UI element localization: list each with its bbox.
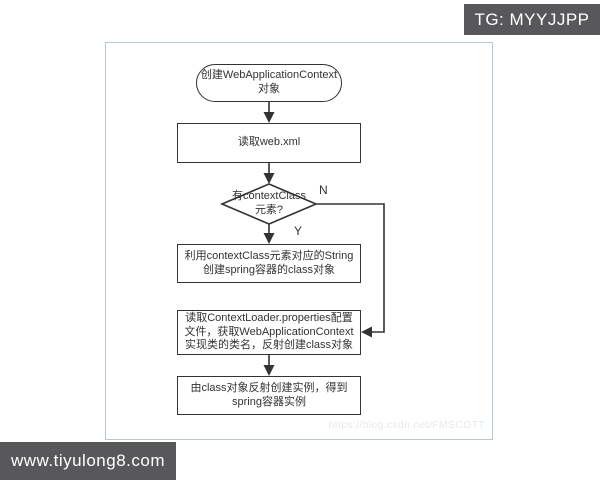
website-badge-label: www.tiyulong8.com [10,451,165,470]
arrow-start-to-readweb-head [263,112,275,123]
text-line: 有contextClass [232,190,306,202]
text-line: 文件，获取WebApplicationContext [184,325,354,338]
text-line: 由class对象反射创建实例，得到 [190,381,348,394]
arrow-props-to-instance-head [263,365,275,376]
text-line: 读取ContextLoader.properties配置 [185,311,353,324]
text-line: 利用contextClass元素对应的String [184,249,354,262]
telegram-badge: TG: MYYJJPP [464,4,600,35]
text-line: 实现类的类名，反射创建class对象 [184,339,354,352]
arrow-decision-yes-head [263,233,275,244]
text-line: 读取web.xml [237,136,301,149]
flow-node-read-properties: 读取ContextLoader.properties配置文件，获取WebAppl… [177,310,361,355]
arrow-decision-no-head [361,326,372,338]
branch-label-no: N [319,183,328,197]
text-line: spring容器实例 [232,395,306,408]
arrow-decision-no-line [316,203,385,333]
website-badge: www.tiyulong8.com [0,442,176,480]
text-line: 元素? [254,203,284,216]
text-line: 创建WebApplicationContext [200,69,338,82]
arrow-readweb-to-decision-head [263,173,275,184]
telegram-badge-label: TG: MYYJJPP [474,9,590,29]
csdn-watermark: https://blog.csdn.net/FMSCOTT [328,419,485,431]
connector-layer [219,102,385,376]
branch-label-yes: Y [294,224,303,238]
text-line: 创建spring容器的class对象 [202,263,336,276]
text-line: 对象 [258,83,280,95]
flow-node-read-web-xml: 读取web.xml [177,123,361,163]
